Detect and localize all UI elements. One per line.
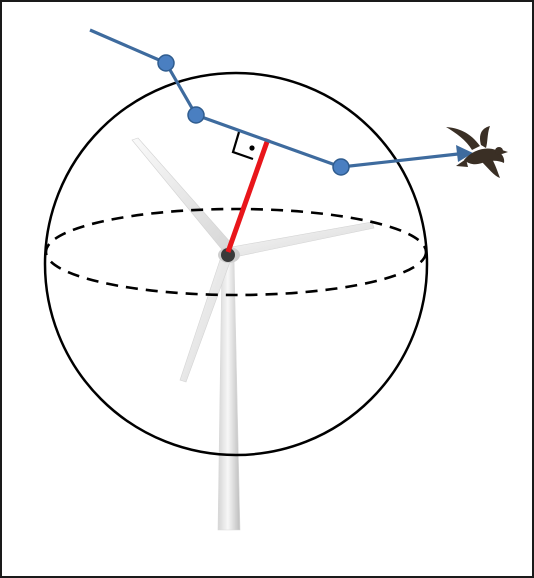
right-angle-dot (249, 145, 254, 150)
track-point (158, 55, 174, 71)
track-point (188, 107, 204, 123)
turbine-blade-upper (132, 138, 232, 252)
turbine-blade-right (226, 222, 374, 258)
wind-turbine (132, 138, 374, 530)
closest-distance-line (228, 139, 268, 252)
turbine-tower (218, 258, 240, 530)
bird-icon (446, 126, 508, 178)
track-point (333, 159, 349, 175)
